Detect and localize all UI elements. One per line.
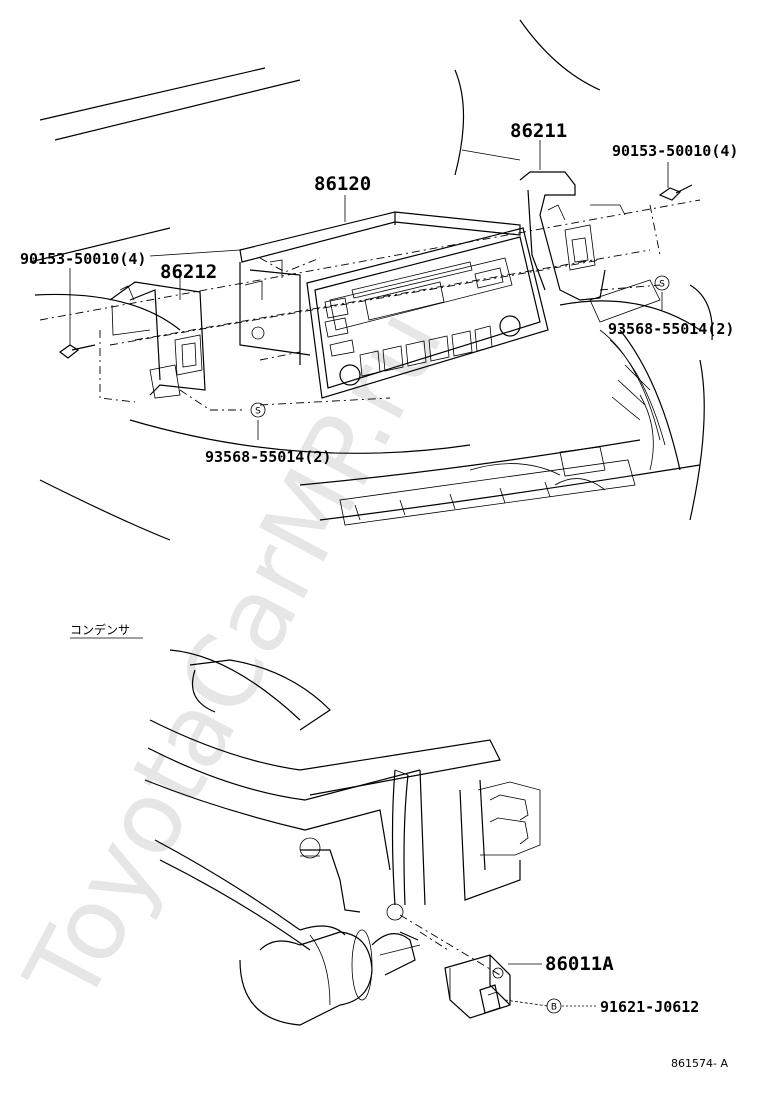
bolt-symbol-text: B [551, 1003, 557, 1013]
section-label-condenser: コンデンサ [70, 622, 130, 637]
leader-lines-bottom [504, 963, 596, 1007]
bracket-right-drawing [519, 171, 626, 301]
label-bracket-left: 86212 [160, 261, 217, 283]
nut-symbol-right-text: S [659, 280, 665, 290]
engine-bay-drawing [144, 649, 541, 1026]
screw-right-drawing [658, 184, 693, 201]
bolt-symbol: B [546, 998, 562, 1014]
label-screw-right: 90153-50010(4) [612, 142, 738, 160]
assembly-lines-top [39, 199, 701, 411]
condenser-drawing [444, 954, 511, 1019]
label-condenser: 86011A [545, 953, 614, 975]
label-radio-receiver: 86120 [314, 173, 371, 195]
dashboard-outline [29, 19, 713, 541]
assembly-lines-bottom [399, 914, 501, 976]
diagram-reference: 861574- A [671, 1057, 728, 1070]
label-bracket-right: 86211 [510, 120, 567, 142]
nut-symbol-left: S [250, 402, 266, 418]
radio-receiver-drawing [239, 211, 549, 399]
screw-left-drawing [58, 344, 96, 359]
label-bolt: 91621-J0612 [600, 998, 699, 1016]
label-nut-right: 93568-55014(2) [608, 320, 734, 338]
nut-symbol-right: S [654, 275, 670, 291]
label-screw-left: 90153-50010(4) [20, 250, 146, 268]
leader-lines-top [69, 140, 669, 440]
nut-symbol-left-text: S [255, 407, 261, 417]
label-nut-left: 93568-55014(2) [205, 448, 331, 466]
watermark-text: ToyotaCarMP.ru [2, 290, 465, 1022]
bracket-left-drawing [109, 281, 206, 399]
